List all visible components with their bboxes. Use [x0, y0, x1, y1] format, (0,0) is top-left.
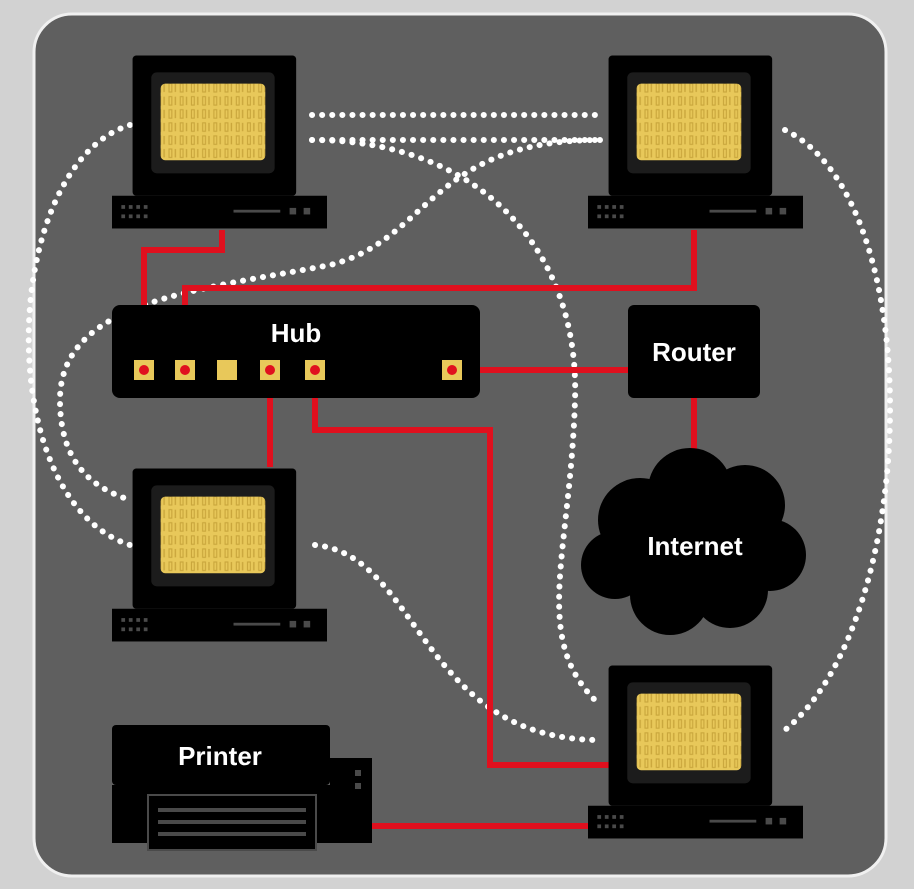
- wired-link-bottomright-hub: [312, 370, 612, 768]
- printer-label: Printer: [178, 741, 262, 771]
- hub-port-connector: [265, 365, 275, 375]
- router[interactable]: Router: [628, 305, 760, 398]
- wireless-link-topleft-middleleft: [25, 122, 133, 548]
- computer-top-left[interactable]: [112, 55, 327, 229]
- internet-label: Internet: [647, 531, 743, 561]
- wireless-link-topright-bottomright: [782, 127, 893, 733]
- hub-port: [217, 360, 237, 380]
- router-label: Router: [652, 337, 736, 367]
- hub-body: [112, 305, 480, 398]
- computer-bottom-right[interactable]: [588, 665, 803, 839]
- wireless-link-middleleft-bottomright: [312, 542, 603, 743]
- hub-ports: [134, 360, 462, 380]
- internet[interactable]: Internet: [581, 448, 806, 635]
- hub-port-connector: [139, 365, 149, 375]
- computer-top-right[interactable]: [588, 55, 803, 229]
- hub-port-connector: [447, 365, 457, 375]
- computer-icon: [112, 468, 327, 642]
- hub-label: Hub: [271, 318, 322, 348]
- hub-port-connector: [180, 365, 190, 375]
- computer-icon: [112, 55, 327, 229]
- hub[interactable]: Hub: [112, 305, 480, 398]
- hub-port-connector: [310, 365, 320, 375]
- network-panel: [32, 12, 888, 878]
- printer[interactable]: Printer: [112, 725, 372, 851]
- wireless-link-topleft-bottomright: [309, 137, 603, 708]
- printer-icon: [112, 725, 372, 851]
- computer-icon: [588, 55, 803, 229]
- router-body: [628, 305, 760, 398]
- computer-icon: [588, 665, 803, 839]
- cloud-icon: [581, 448, 806, 635]
- computer-middle-left[interactable]: [112, 468, 327, 642]
